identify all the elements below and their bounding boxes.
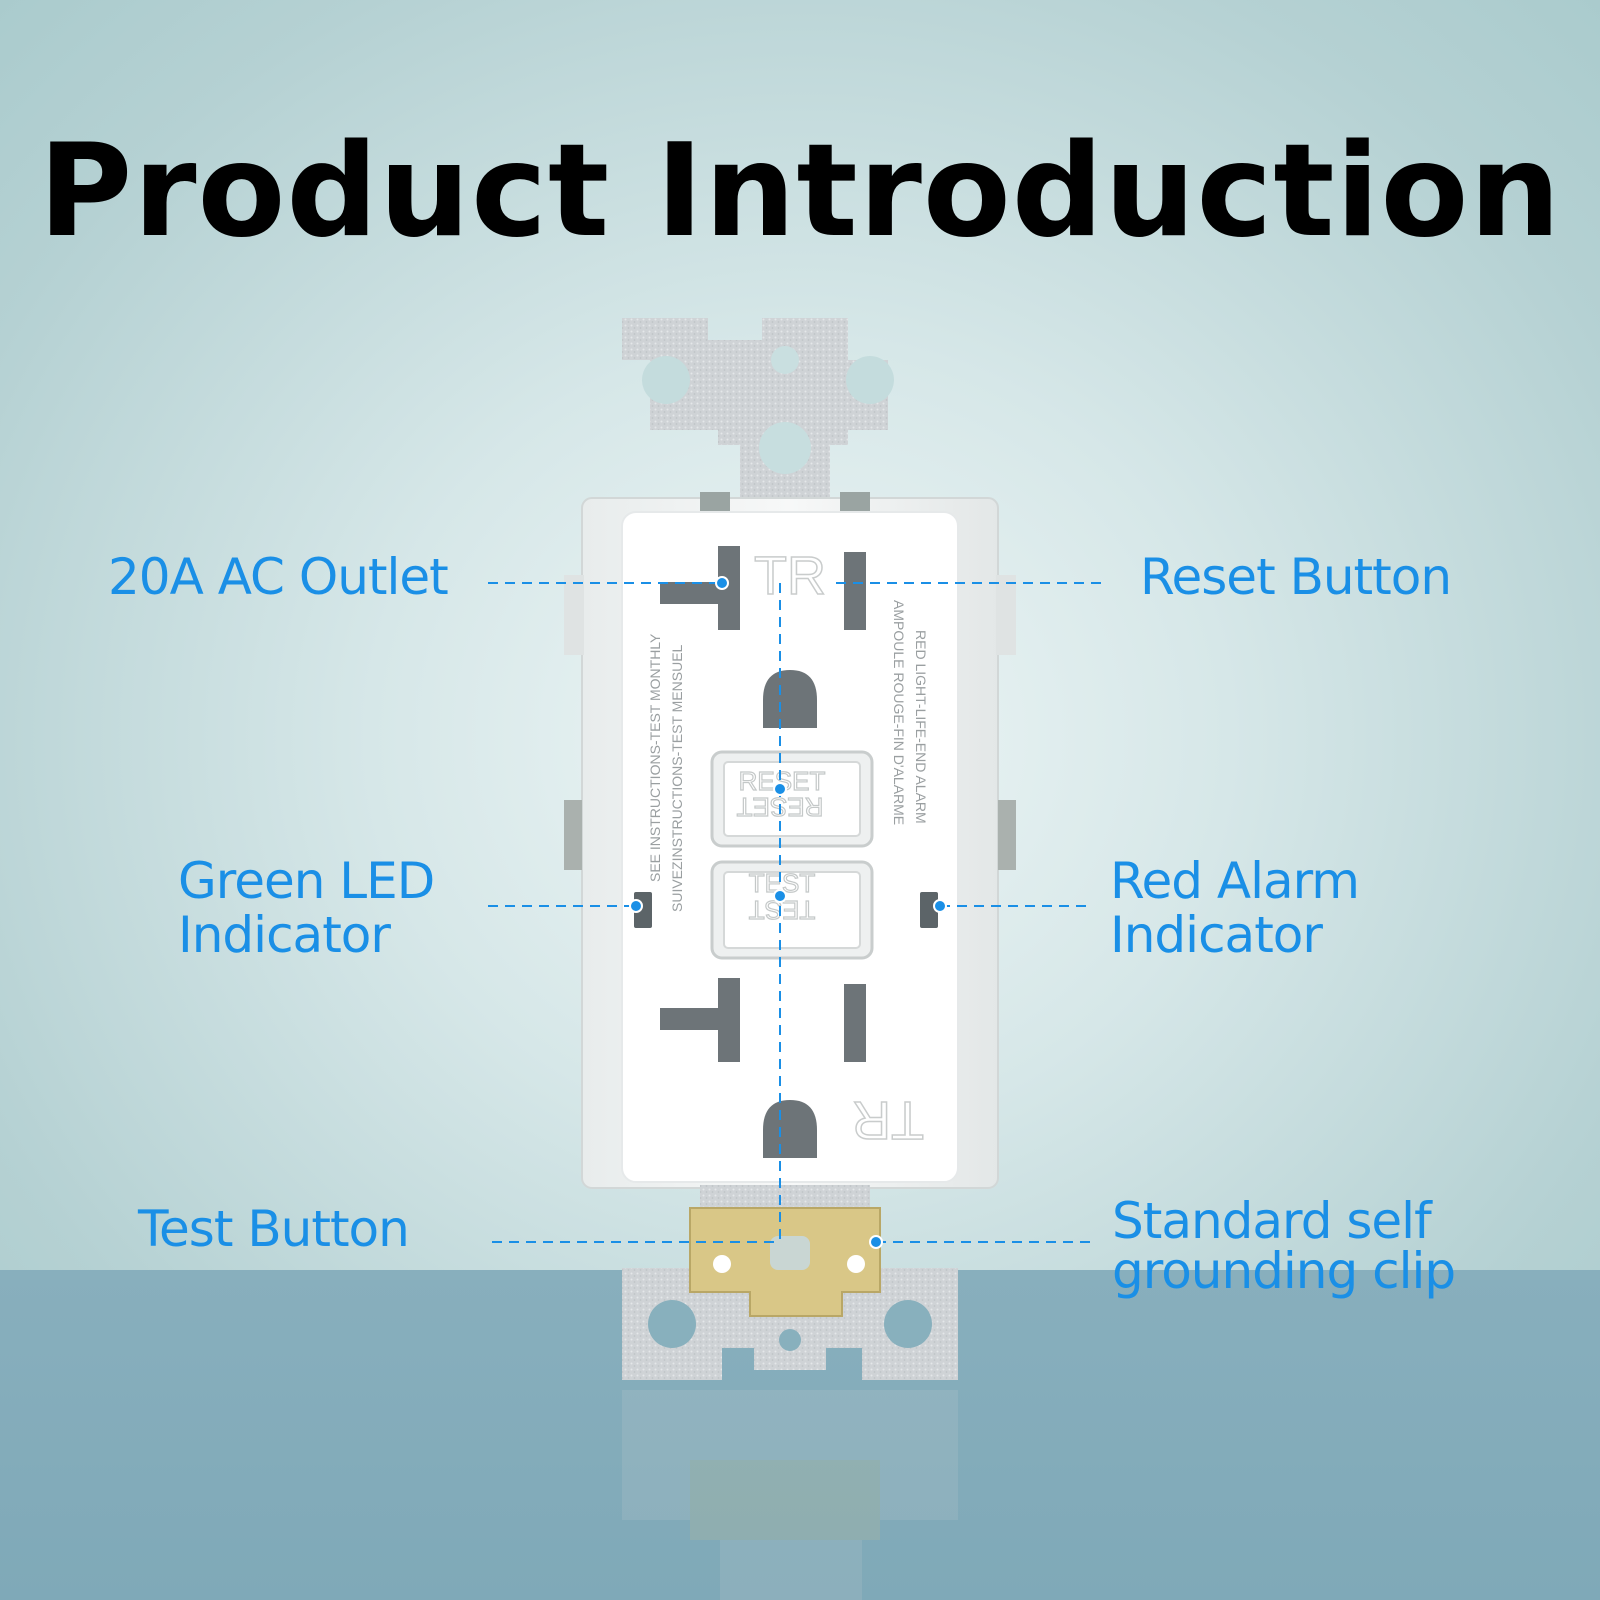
grounding-clip (689, 1207, 881, 1317)
faceplate-right-text-1: RED LIGHT-LIFE-END ALARM (913, 630, 929, 824)
leader-lines (488, 582, 1108, 1243)
label-test-button: Test Button (138, 1200, 410, 1258)
faceplate-right-text-2: AMPOULE ROUGE-FIN D'ALARME (891, 600, 907, 825)
label-green-led-line1: Green LED (178, 852, 435, 910)
label-green-led-line2: Indicator (178, 906, 391, 964)
faceplate (621, 511, 959, 1183)
label-grounding-clip-line1: Standard self (1112, 1192, 1432, 1250)
label-ac-outlet: 20A AC Outlet (108, 548, 449, 606)
faceplate-left-text-1: SEE INSTRUCTIONS-TEST MONTHLY (647, 633, 663, 882)
top-mounting-strap (622, 318, 894, 505)
tr-mark-bottom: TR (852, 1090, 924, 1150)
faceplate-left-text-2: SUIVEZINSTRUCTIONS-TEST MENSUEL (669, 644, 685, 912)
label-reset-button: Reset Button (1140, 548, 1452, 606)
label-red-alarm-line1: Red Alarm (1110, 852, 1360, 910)
label-grounding-clip-line2: grounding clip (1112, 1242, 1456, 1300)
tr-mark-top: TR (754, 546, 826, 606)
leader-dots (629, 576, 947, 1249)
page-title: Product Introduction (38, 117, 1562, 266)
label-red-alarm-line2: Indicator (1110, 906, 1323, 964)
